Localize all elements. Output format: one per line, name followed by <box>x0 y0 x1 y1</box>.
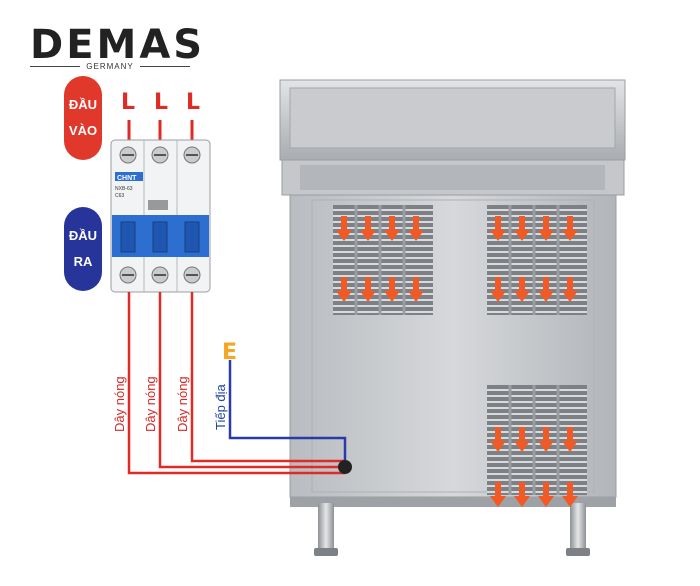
heat-arrow-14 <box>514 277 530 302</box>
heat-arrow-21 <box>490 482 506 507</box>
heat-arrow-4 <box>408 216 424 241</box>
brand-tagline: GERMANY <box>86 62 134 71</box>
leg-right <box>570 503 586 553</box>
heat-arrow-12 <box>562 216 578 241</box>
heat-arrow-9 <box>490 216 506 241</box>
phase-label-2: L <box>154 90 169 115</box>
heat-arrow-17 <box>490 427 506 452</box>
circuit-breaker: CHNT NXB-63 C63 <box>110 139 211 293</box>
cooktop-recess <box>300 165 605 190</box>
cabinet-door <box>311 199 595 493</box>
input-badge-line2: VÀO <box>68 123 98 138</box>
breaker-rating: C63 <box>115 193 124 199</box>
heat-arrow-5 <box>336 277 352 302</box>
output-badge-line2: RA <box>73 254 93 269</box>
heat-arrow-16 <box>562 277 578 302</box>
heat-arrow-18 <box>514 427 530 452</box>
ground-wire <box>228 360 347 466</box>
phase-label-1: L <box>121 90 136 115</box>
brand-logo: DEMAS <box>30 22 206 68</box>
heat-arrow-22 <box>514 482 530 507</box>
input-terminal-badge: ĐẦU VÀO <box>64 76 102 160</box>
heat-arrow-3 <box>384 216 400 241</box>
heat-flow-arrows <box>336 216 578 507</box>
hot-wire-label-1: Dây nóng <box>112 376 127 432</box>
tagline-rule-left <box>30 66 81 67</box>
heat-arrow-10 <box>514 216 530 241</box>
hot-wire-label-3: Dây nóng <box>175 376 190 432</box>
tagline-rule-right <box>139 66 191 67</box>
heat-arrow-13 <box>490 277 506 302</box>
earth-symbol: E <box>222 340 238 365</box>
cabinet-base <box>290 497 616 507</box>
heat-arrow-2 <box>360 216 376 241</box>
output-badge-line1: ĐẦU <box>68 228 98 243</box>
breaker-brand: CHNT <box>117 175 137 182</box>
leg-left <box>318 503 334 553</box>
heat-arrow-15 <box>538 277 554 302</box>
heat-arrow-8 <box>408 277 424 302</box>
input-badge-line1: ĐẦU <box>68 97 98 112</box>
backsplash-panel <box>289 87 616 149</box>
heat-arrow-24 <box>562 482 578 507</box>
ground-wire-label: Tiếp địa <box>213 384 228 430</box>
cable-entry-point <box>338 460 352 474</box>
heat-arrow-1 <box>336 216 352 241</box>
phase-label-3: L <box>186 90 201 115</box>
heat-arrow-23 <box>538 482 554 507</box>
heat-arrow-11 <box>538 216 554 241</box>
output-terminal-badge: ĐẦU RA <box>64 207 102 291</box>
hot-wires <box>127 292 345 475</box>
heat-arrow-6 <box>360 277 376 302</box>
heat-arrow-19 <box>538 427 554 452</box>
foot-left <box>314 548 338 556</box>
heat-arrow-7 <box>384 277 400 302</box>
breaker-model: NXB-63 <box>115 186 133 192</box>
foot-right <box>566 548 590 556</box>
heat-arrow-20 <box>562 427 578 452</box>
brand-tagline-row: GERMANY <box>30 62 191 71</box>
hot-wire-label-2: Dây nóng <box>143 376 158 432</box>
